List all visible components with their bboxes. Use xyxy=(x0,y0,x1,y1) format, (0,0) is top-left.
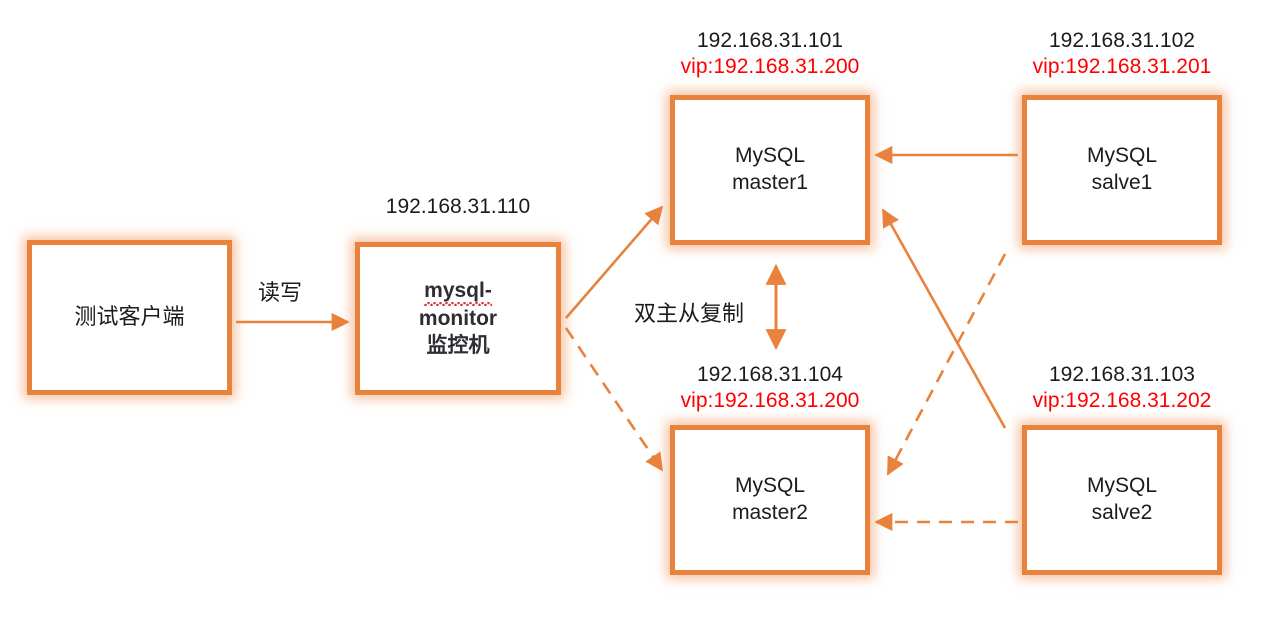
slave2-vip: vip:192.168.31.202 xyxy=(1032,388,1212,412)
caption-slave2: 192.168.31.103 vip:192.168.31.202 xyxy=(1012,362,1232,413)
master2-ip: 192.168.31.104 xyxy=(697,363,843,386)
slave1-vip: vip:192.168.31.201 xyxy=(1032,54,1212,78)
edge-label-read-write: 读写 xyxy=(258,280,303,305)
node-mysql-slave1[interactable]: MySQL salve1 xyxy=(1022,95,1222,245)
monitor-label-line2: monitor xyxy=(418,306,498,330)
caption-master2: 192.168.31.104 vip:192.168.31.200 xyxy=(660,362,880,413)
node-mysql-monitor[interactable]: mysql- monitor 监控机 xyxy=(355,242,561,395)
master2-label-line1: MySQL xyxy=(734,474,805,498)
node-mysql-master1[interactable]: MySQL master1 xyxy=(670,95,870,245)
master2-label-line2: master2 xyxy=(732,501,808,524)
edge-slave2-to-master1 xyxy=(881,208,1007,429)
caption-slave1: 192.168.31.102 vip:192.168.31.201 xyxy=(1012,28,1232,79)
monitor-label-line1: mysql- xyxy=(424,277,492,306)
slave2-label-line1: MySQL xyxy=(1086,474,1157,498)
master1-ip: 192.168.31.101 xyxy=(697,29,843,52)
edge-monitor-to-master2 xyxy=(564,327,664,472)
monitor-label-line3: 监控机 xyxy=(426,334,490,358)
slave2-ip: 192.168.31.103 xyxy=(1049,363,1195,386)
node-mysql-master2[interactable]: MySQL master2 xyxy=(670,425,870,575)
master1-label-line2: master1 xyxy=(732,171,808,194)
slave1-ip: 192.168.31.102 xyxy=(1049,29,1195,52)
master2-vip: vip:192.168.31.200 xyxy=(680,388,860,412)
node-mysql-slave2[interactable]: MySQL salve2 xyxy=(1022,425,1222,575)
test-client-label: 测试客户端 xyxy=(74,304,185,330)
edge-slave1-to-master2 xyxy=(886,253,1007,476)
caption-master1: 192.168.31.101 vip:192.168.31.200 xyxy=(660,28,880,79)
slave1-label-line1: MySQL xyxy=(1086,144,1157,168)
slave2-label-line2: salve2 xyxy=(1091,501,1153,524)
caption-monitor: 192.168.31.110 xyxy=(355,194,561,220)
node-test-client[interactable]: 测试客户端 xyxy=(27,240,232,395)
monitor-ip: 192.168.31.110 xyxy=(385,195,531,218)
slave1-label-line2: salve1 xyxy=(1091,171,1153,194)
edge-label-dual-replication: 双主从复制 xyxy=(634,301,745,326)
master1-label-line1: MySQL xyxy=(734,144,805,168)
master1-vip: vip:192.168.31.200 xyxy=(680,54,860,78)
